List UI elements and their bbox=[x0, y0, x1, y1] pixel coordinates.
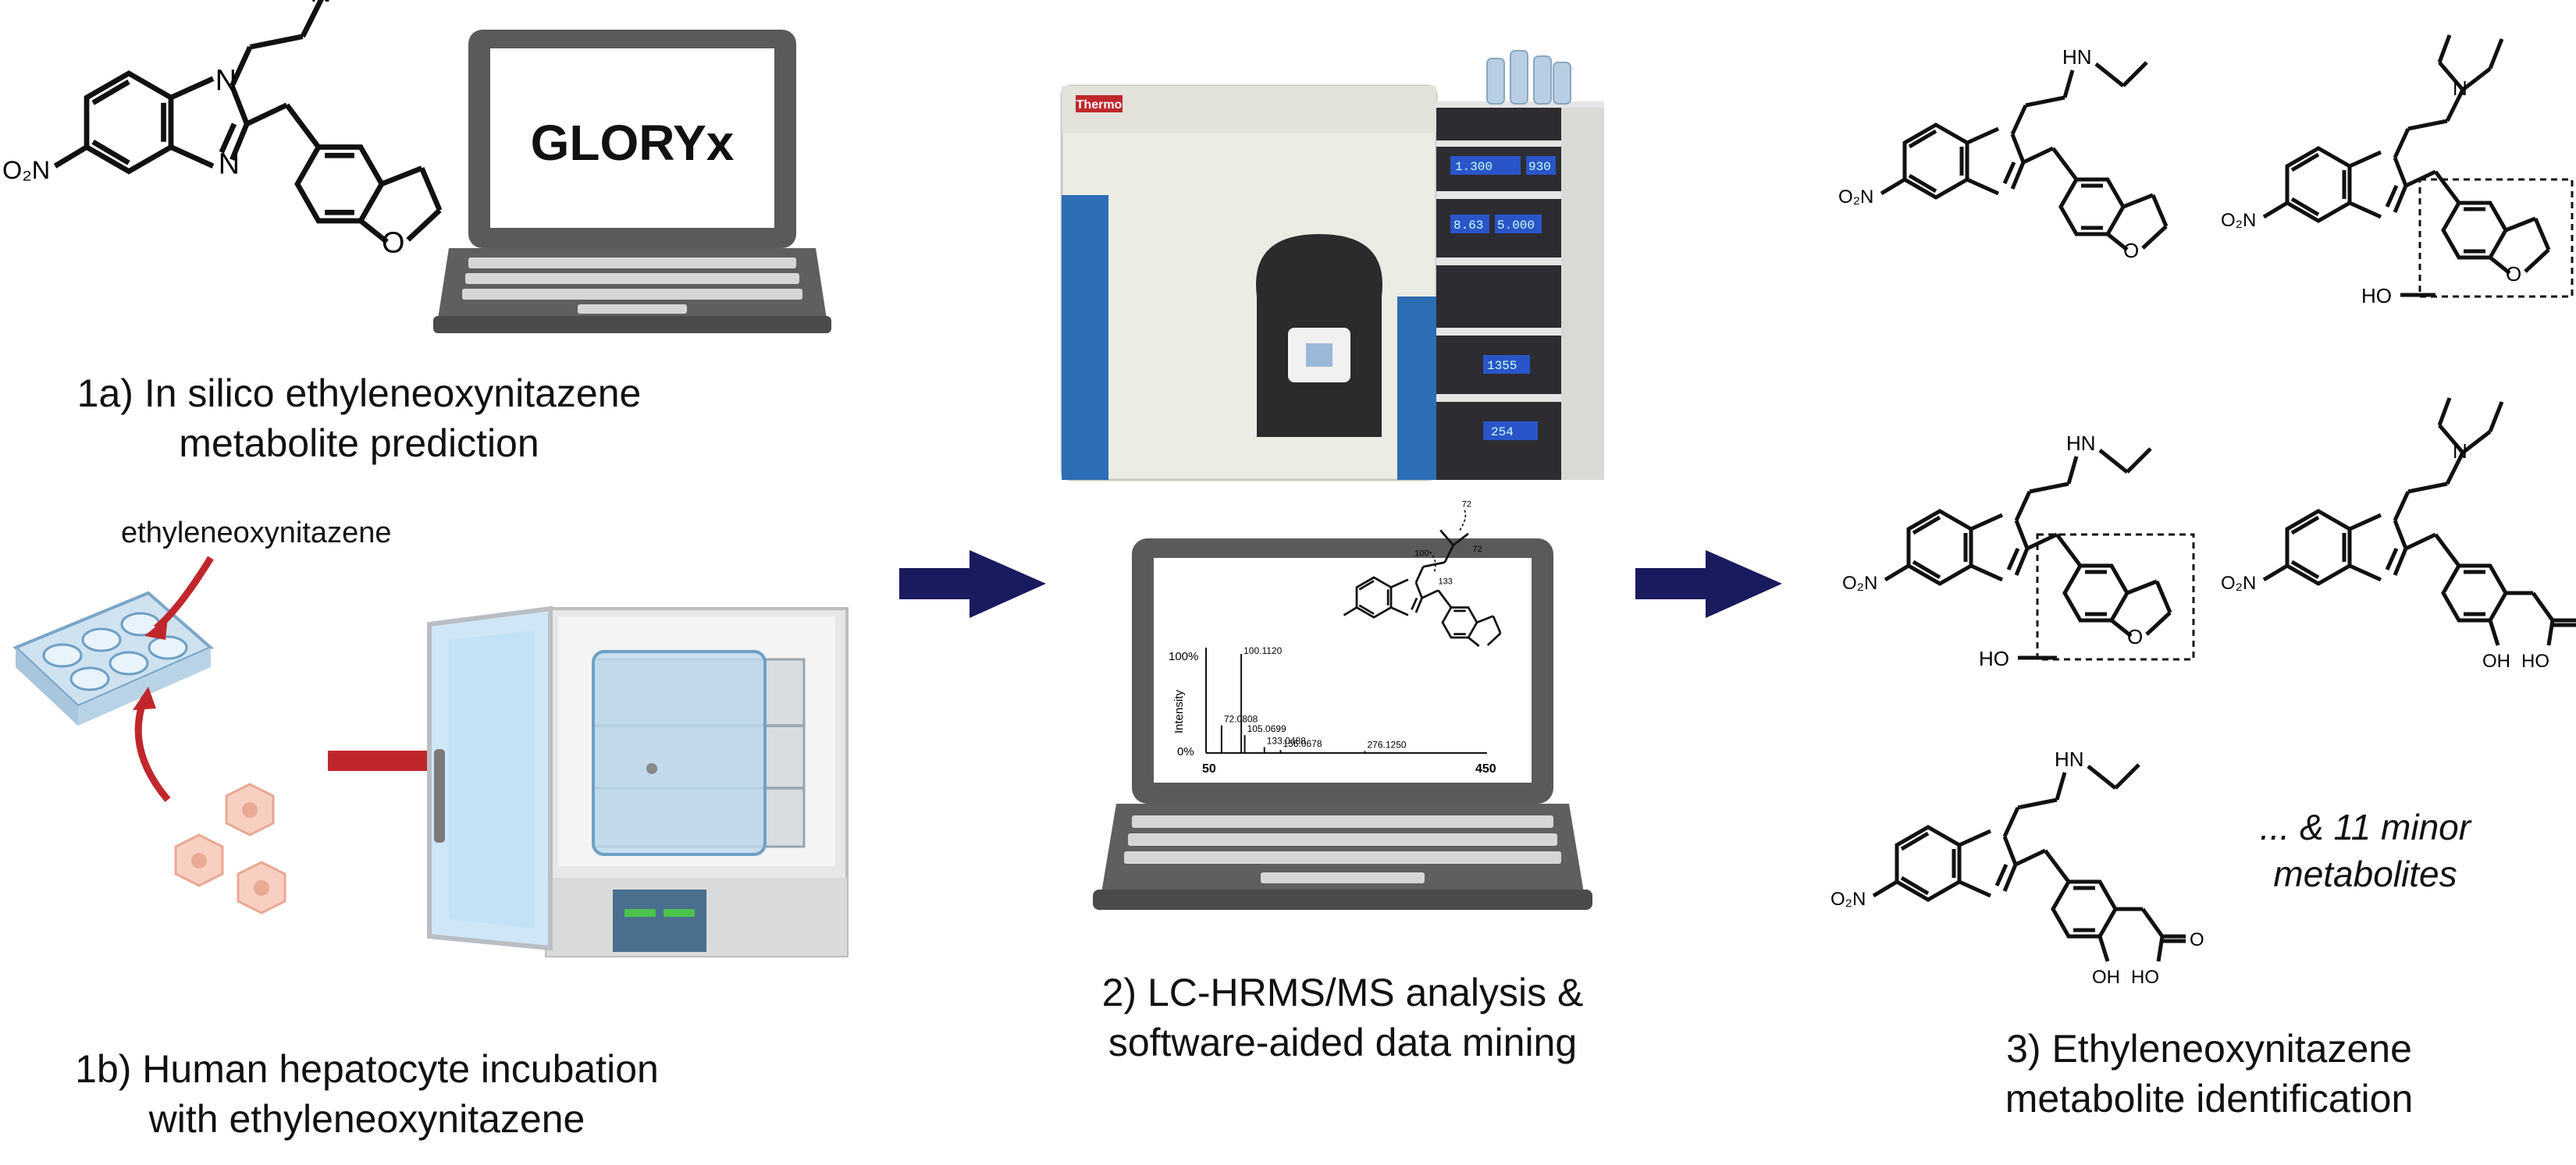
spectrum-peak-label: 156.0678 bbox=[1283, 738, 1322, 749]
spectrum-peak-label: 100.1120 bbox=[1244, 645, 1282, 656]
m3-o-label: O bbox=[2127, 625, 2143, 648]
caption-2-line2: software-aided data mining bbox=[1108, 1021, 1578, 1064]
brand-label: Thermo bbox=[1076, 98, 1123, 112]
m2-o-label: O bbox=[2506, 262, 2521, 286]
metabolite-ring-opened-acid: N O₂N OH HO O bbox=[2221, 397, 2576, 672]
metabolite-n-desethyl-hydroxy: HO HN O₂N O bbox=[1842, 432, 2195, 670]
display-2: 930 bbox=[1528, 160, 1551, 174]
step-arrow-1 bbox=[899, 550, 1046, 618]
m5-acid-o-label: O bbox=[2190, 929, 2204, 950]
cells-arrow bbox=[134, 697, 171, 802]
frag-label-2: 72 bbox=[1473, 545, 1482, 554]
m4-n-label: N bbox=[2453, 439, 2467, 463]
incubator bbox=[427, 606, 849, 957]
caption-1a-line1: 1a) In silico ethyleneoxynitazene bbox=[76, 371, 642, 415]
m1-hn-label: HN bbox=[2062, 45, 2092, 69]
data-mining-laptop bbox=[1093, 538, 1592, 910]
spectrum-x-min: 50 bbox=[1202, 762, 1216, 776]
ms-spectrum: 100% 0% Intensity 50 450 72.0808100.1120… bbox=[1169, 645, 1496, 776]
gloryx-laptop: GLORYx bbox=[433, 30, 831, 333]
spectrum-y-title: Intensity bbox=[1172, 690, 1186, 733]
amine-n-label: N bbox=[310, 0, 331, 9]
m5-oh-label: OH bbox=[2092, 967, 2120, 988]
minor-metabolites-note: ... & 11 minor metabolites bbox=[2233, 804, 2498, 897]
caption-3: 3) Ethyleneoxynitazene metabolite identi… bbox=[1944, 1024, 2475, 1124]
gloryx-screen-text: GLORYx bbox=[531, 115, 735, 171]
m3-nitro-label: O₂N bbox=[1842, 573, 1877, 594]
caption-2-line1: 2) LC-HRMS/MS analysis & bbox=[1101, 971, 1584, 1014]
minor-line2: metabolites bbox=[2273, 854, 2457, 894]
spectrum-y-bottom: 0% bbox=[1177, 745, 1194, 758]
ring-n-label: N bbox=[215, 65, 237, 98]
m2-nitro-label: O₂N bbox=[2221, 210, 2256, 231]
m5-nitro-label: O₂N bbox=[1831, 889, 1866, 910]
parent-molecule-structure: N N N O O₂N bbox=[2, 0, 439, 260]
display-1: 1.300 bbox=[1455, 160, 1493, 174]
caption-3-line1: 3) Ethyleneoxynitazene bbox=[2006, 1027, 2412, 1071]
m2-ho-label: HO bbox=[2361, 284, 2392, 307]
step-arrow-2 bbox=[1635, 550, 1782, 618]
spectrum-peak-label: 276.1250 bbox=[1368, 739, 1407, 750]
caption-1b: 1b) Human hepatocyte incubation with eth… bbox=[62, 1044, 671, 1144]
caption-2: 2) LC-HRMS/MS analysis & software-aided … bbox=[1038, 968, 1647, 1067]
caption-1b-line2: with ethyleneoxynitazene bbox=[148, 1097, 585, 1141]
m4-nitro-label: O₂N bbox=[2221, 573, 2256, 594]
frag-label-4: 133 bbox=[1439, 577, 1453, 586]
cells-arrowhead bbox=[133, 687, 156, 710]
spectrum-y-top: 100% bbox=[1169, 650, 1198, 663]
fragment-structure: 72 72 100 133 bbox=[1343, 499, 1502, 648]
compound-arrowhead bbox=[144, 616, 168, 640]
nitro-label: O₂N bbox=[2, 156, 50, 184]
hepatocyte-cells bbox=[174, 783, 286, 915]
caption-1a-line2: metabolite prediction bbox=[179, 421, 539, 465]
m4-oh-label: OH bbox=[2482, 651, 2510, 672]
m5-hn-label: HN bbox=[2055, 748, 2084, 771]
display-4: 5.000 bbox=[1497, 218, 1535, 233]
furan-o-label: O bbox=[382, 227, 404, 260]
metabolite-n-desethyl: HN O₂N O bbox=[1838, 45, 2166, 262]
caption-1a: 1a) In silico ethyleneoxynitazene metabo… bbox=[70, 368, 648, 468]
m3-hn-label: HN bbox=[2066, 432, 2096, 455]
m2-n-label: N bbox=[2453, 76, 2467, 100]
spectrum-peak-label: 105.0699 bbox=[1247, 723, 1286, 734]
minor-line1: ... & 11 minor bbox=[2259, 807, 2471, 847]
display-5: 1355 bbox=[1487, 359, 1517, 373]
caption-3-line2: metabolite identification bbox=[2005, 1077, 2414, 1121]
m1-o-label: O bbox=[2123, 239, 2139, 262]
m5-acid-ho-label: HO bbox=[2131, 967, 2159, 988]
m4-acid-ho-label: HO bbox=[2521, 651, 2549, 672]
frag-label-1: 72 bbox=[1462, 499, 1471, 509]
frag-label-3: 100 bbox=[1414, 549, 1429, 559]
well-plate bbox=[12, 591, 214, 726]
ring-n2-label: N bbox=[219, 147, 240, 180]
metabolite-hydroxy-parent: HO N O₂N O bbox=[2221, 34, 2574, 307]
spectrum-x-max: 450 bbox=[1475, 762, 1496, 776]
caption-1b-line1: 1b) Human hepatocyte incubation bbox=[75, 1047, 659, 1091]
spectrum-peak-label: 133.0488 bbox=[1267, 735, 1306, 746]
compound-arrow bbox=[154, 556, 214, 631]
metabolite-n-desethyl-acid: HN O₂N OH HO O bbox=[1831, 748, 2204, 988]
display-3: 8.63 bbox=[1453, 218, 1483, 233]
lc-ms-instrument: Thermo 1.300 930 8.63 5.000 1355 bbox=[1060, 50, 1604, 481]
m3-ho-label: HO bbox=[1979, 647, 2009, 670]
m1-nitro-label: O₂N bbox=[1838, 186, 1873, 208]
display-6: 254 bbox=[1491, 425, 1514, 439]
compound-label: ethyleneoxynitazene bbox=[121, 517, 391, 549]
